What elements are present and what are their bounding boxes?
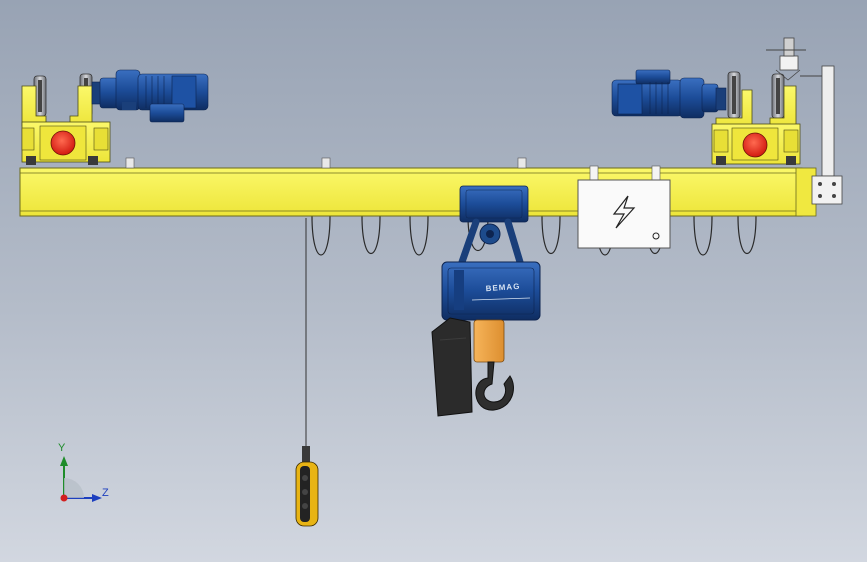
right-buffer <box>742 132 768 158</box>
left-end-carriage <box>21 73 111 165</box>
festoon-cable <box>311 215 757 256</box>
axis-triad <box>60 456 102 502</box>
right-drive-motor <box>611 69 727 119</box>
left-buffer <box>50 130 76 156</box>
main-girder <box>19 157 817 217</box>
pendant-control <box>295 218 319 527</box>
axis-z-label: Z <box>102 487 109 499</box>
current-collector-post <box>766 37 843 205</box>
chain-bag <box>431 317 473 417</box>
electrical-panel <box>577 179 671 249</box>
hoist-body <box>441 261 541 321</box>
left-drive-motor <box>91 69 209 123</box>
high-voltage-icon <box>612 195 636 229</box>
right-end-carriage <box>711 71 801 165</box>
hook-block <box>473 319 514 411</box>
axis-y-label: Y <box>58 442 66 454</box>
hoist-trolley <box>458 185 529 266</box>
